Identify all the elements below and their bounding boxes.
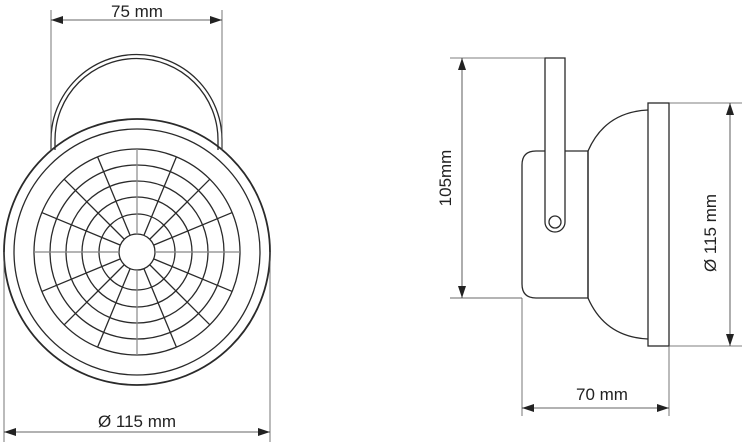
grille-spoke [149, 178, 211, 240]
grille-spoke [41, 211, 121, 246]
grille-spoke [96, 268, 131, 348]
width-label: 75 mm [111, 2, 163, 21]
lamp-bowl [587, 109, 649, 340]
grille-spoke [153, 211, 233, 246]
grille-spoke [149, 264, 211, 326]
housing-body [521, 150, 589, 299]
depth-label: 70 mm [576, 385, 628, 404]
grille-spoke [143, 268, 178, 348]
grille-spoke [63, 264, 125, 326]
front-rim [647, 102, 670, 347]
side-view: 105mm Ø 115 mm 70 mm [436, 57, 742, 416]
side-diameter-label: Ø 115 mm [701, 194, 720, 272]
grille-spoke [143, 156, 178, 236]
grille-spoke [153, 258, 233, 293]
front-view: 75 mm Ø 115 mm [3, 2, 271, 442]
louver-grille [33, 148, 241, 356]
grille-spoke [63, 178, 125, 240]
front-diameter-label: Ø 115 mm [98, 412, 176, 431]
grille-ring [118, 233, 156, 271]
grille-spoke [41, 258, 121, 293]
height-label: 105mm [436, 150, 455, 207]
mounting-bracket [50, 53, 223, 150]
grille-spoke [96, 156, 131, 236]
stem [544, 57, 566, 233]
